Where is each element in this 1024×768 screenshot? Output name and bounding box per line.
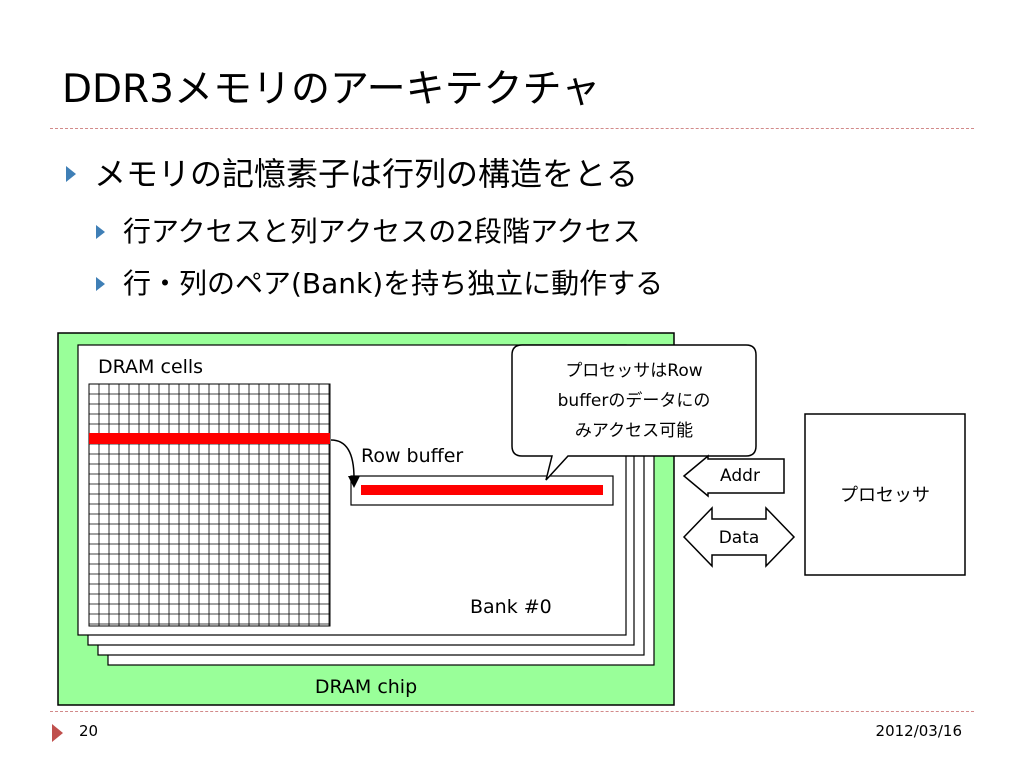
slide-date: 2012/03/16 xyxy=(875,722,962,740)
row-transfer-arrow xyxy=(330,439,355,479)
addr-arrow xyxy=(682,454,785,498)
callout-bubble xyxy=(511,344,757,481)
data-label: Data xyxy=(719,528,760,548)
bullet-level1: メモリの記憶素子は行列の構造をとる xyxy=(66,152,638,196)
bullet-text: メモリの記憶素子は行列の構造をとる xyxy=(94,155,639,193)
dram-cells-label: DRAM cells xyxy=(98,356,203,378)
processor-label: プロセッサ xyxy=(840,485,930,506)
callout-text-line: プロセッサはRow xyxy=(565,361,702,381)
arrow-head-icon xyxy=(348,476,360,488)
footer-divider xyxy=(50,711,974,712)
callout-text-line: bufferのデータにの xyxy=(558,390,711,411)
footer-marker-icon xyxy=(52,724,63,742)
bullet-marker-icon xyxy=(96,225,105,239)
row-buffer-data xyxy=(361,485,603,495)
bullet-level2-row-col-access: 行アクセスと列アクセスの2段階アクセス xyxy=(96,212,641,252)
data-bidirectional-arrow xyxy=(682,506,796,568)
addr-label: Addr xyxy=(720,466,760,486)
bullet-level2-bank: 行・列のペア(Bank)を持ち独立に動作する xyxy=(96,264,663,304)
bullet-text: 行アクセスと列アクセスの2段階アクセス xyxy=(123,215,641,248)
dram-chip-label: DRAM chip xyxy=(315,676,417,698)
slide-title: DDR3メモリのアーキテクチャ xyxy=(62,67,601,112)
selected-row-highlight xyxy=(89,433,330,444)
bank-label: Bank #0 xyxy=(470,596,552,618)
row-buffer-label: Row buffer xyxy=(361,445,463,467)
bullet-marker-icon xyxy=(96,277,105,291)
dram-cell-grid xyxy=(88,383,331,627)
page-number: 20 xyxy=(79,722,99,740)
bullet-text: 行・列のペア(Bank)を持ち独立に動作する xyxy=(123,267,664,300)
callout-text-line: みアクセス可能 xyxy=(575,421,693,441)
cell-grid-frame xyxy=(88,383,331,627)
bullet-marker-icon xyxy=(66,166,76,182)
processor-box xyxy=(804,413,966,576)
title-divider xyxy=(50,128,974,129)
